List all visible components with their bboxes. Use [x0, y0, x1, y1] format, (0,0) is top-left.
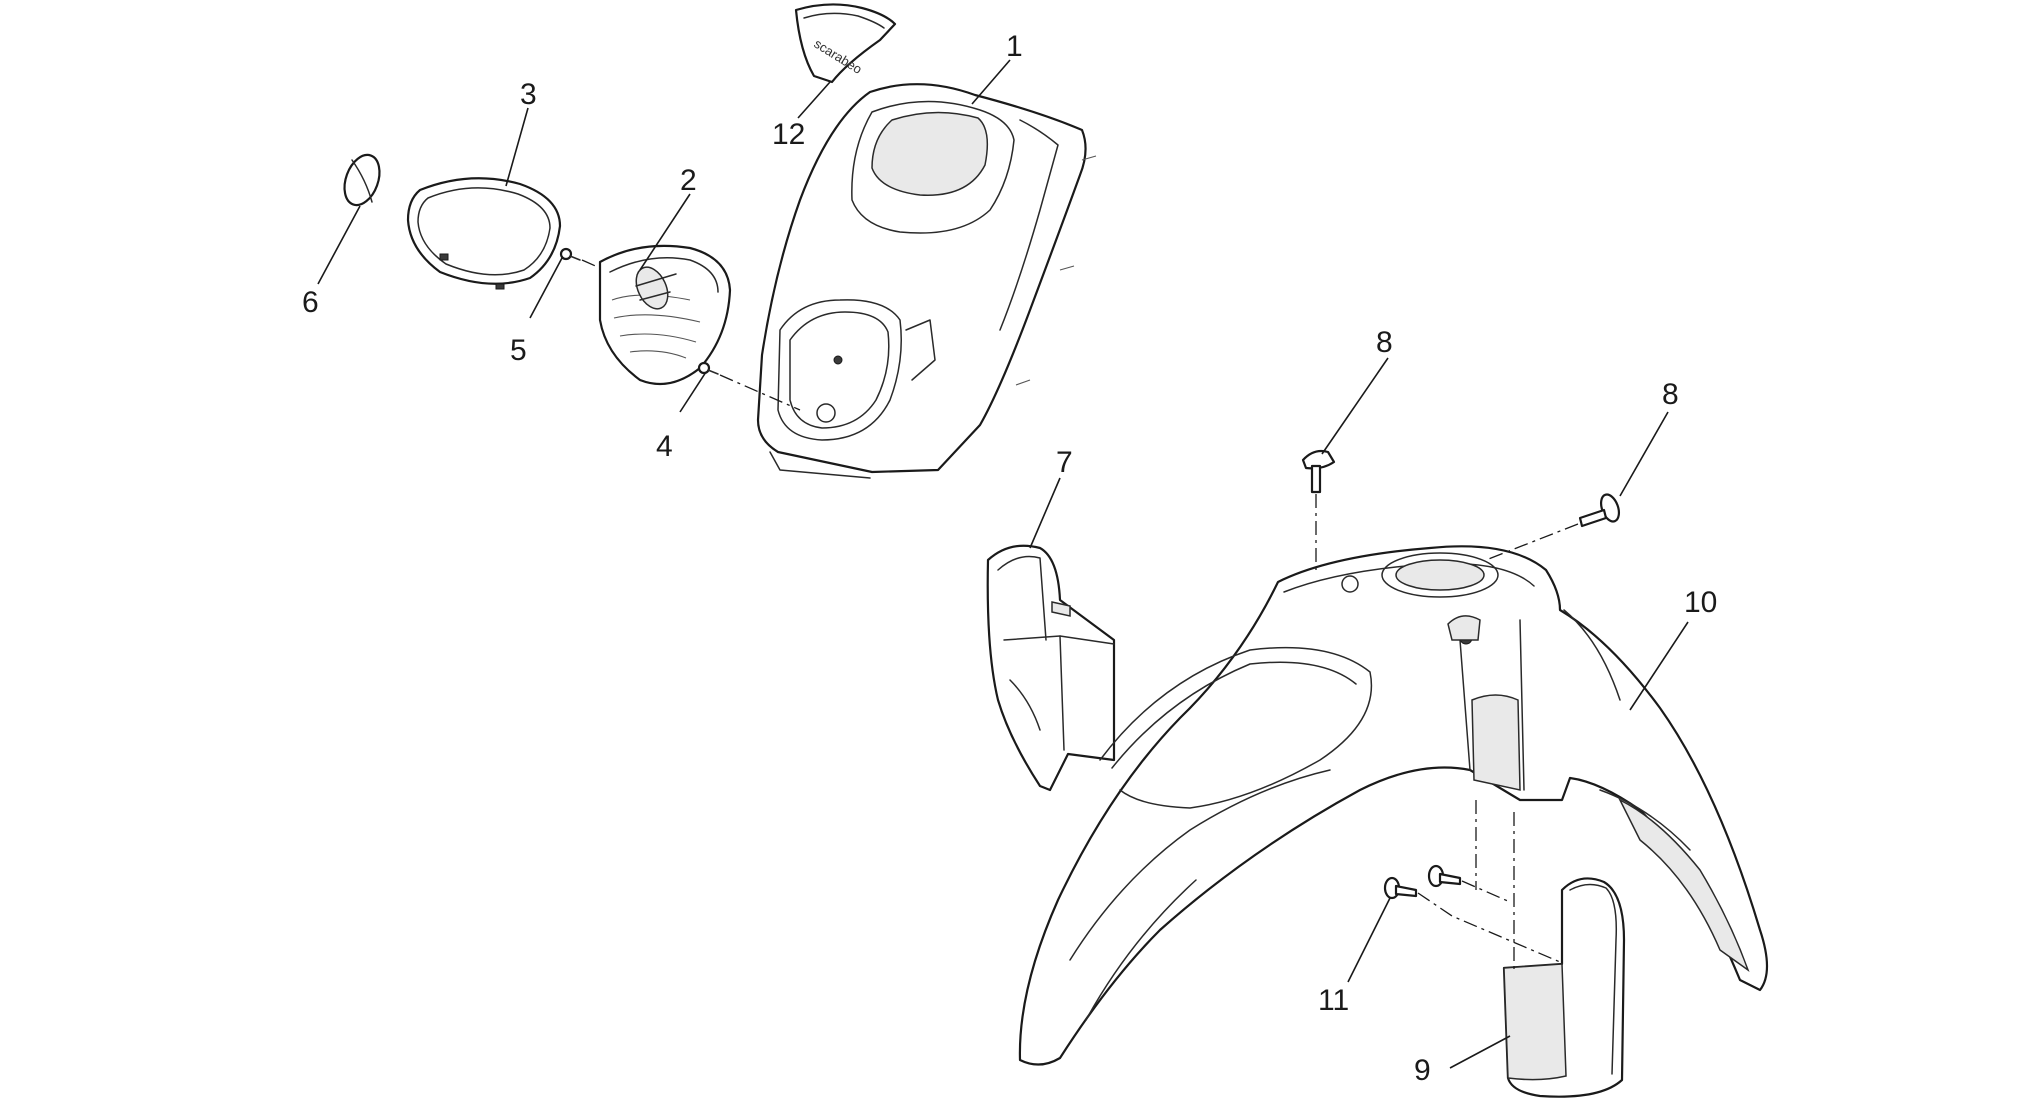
part-2-headlight: [598, 244, 732, 386]
part-5-screw: [559, 247, 601, 269]
callout-3: 3: [520, 78, 537, 111]
callout-1: 1: [1006, 30, 1023, 63]
part-6-lens-cap: [343, 153, 381, 207]
part-4-screw: [697, 361, 801, 411]
callout-4: 4: [656, 430, 673, 463]
callout-5: 5: [510, 334, 527, 367]
callout-2: 2: [680, 164, 697, 197]
callout-8-top: 8: [1376, 326, 1393, 359]
part-3-trim-ring: [406, 177, 562, 290]
part-7-inner-guard: [986, 544, 1116, 792]
part-12-badge-cover: scarabeo: [794, 3, 897, 84]
callout-6: 6: [302, 286, 319, 319]
callout-11: 11: [1318, 984, 1349, 1017]
part-1-front-shield: [756, 83, 1097, 479]
callout-7: 7: [1056, 446, 1073, 479]
callout-12: 12: [772, 118, 805, 151]
callout-10: 10: [1684, 586, 1717, 619]
callout-8-side: 8: [1662, 378, 1679, 411]
part-11-screws: [1383, 800, 1561, 970]
leader-lines: [317, 59, 1689, 1069]
part-10-front-mudguard: [1018, 545, 1769, 1066]
callout-labels: 1 2 3 4 5 6 7 8 8 9 10 11 12: [302, 30, 1717, 1087]
part-9-fork-cover: [1502, 877, 1626, 1098]
callout-9: 9: [1414, 1054, 1431, 1087]
part-8-bolt-side: [1485, 493, 1621, 561]
part-8-bolt-top: [1301, 449, 1336, 574]
